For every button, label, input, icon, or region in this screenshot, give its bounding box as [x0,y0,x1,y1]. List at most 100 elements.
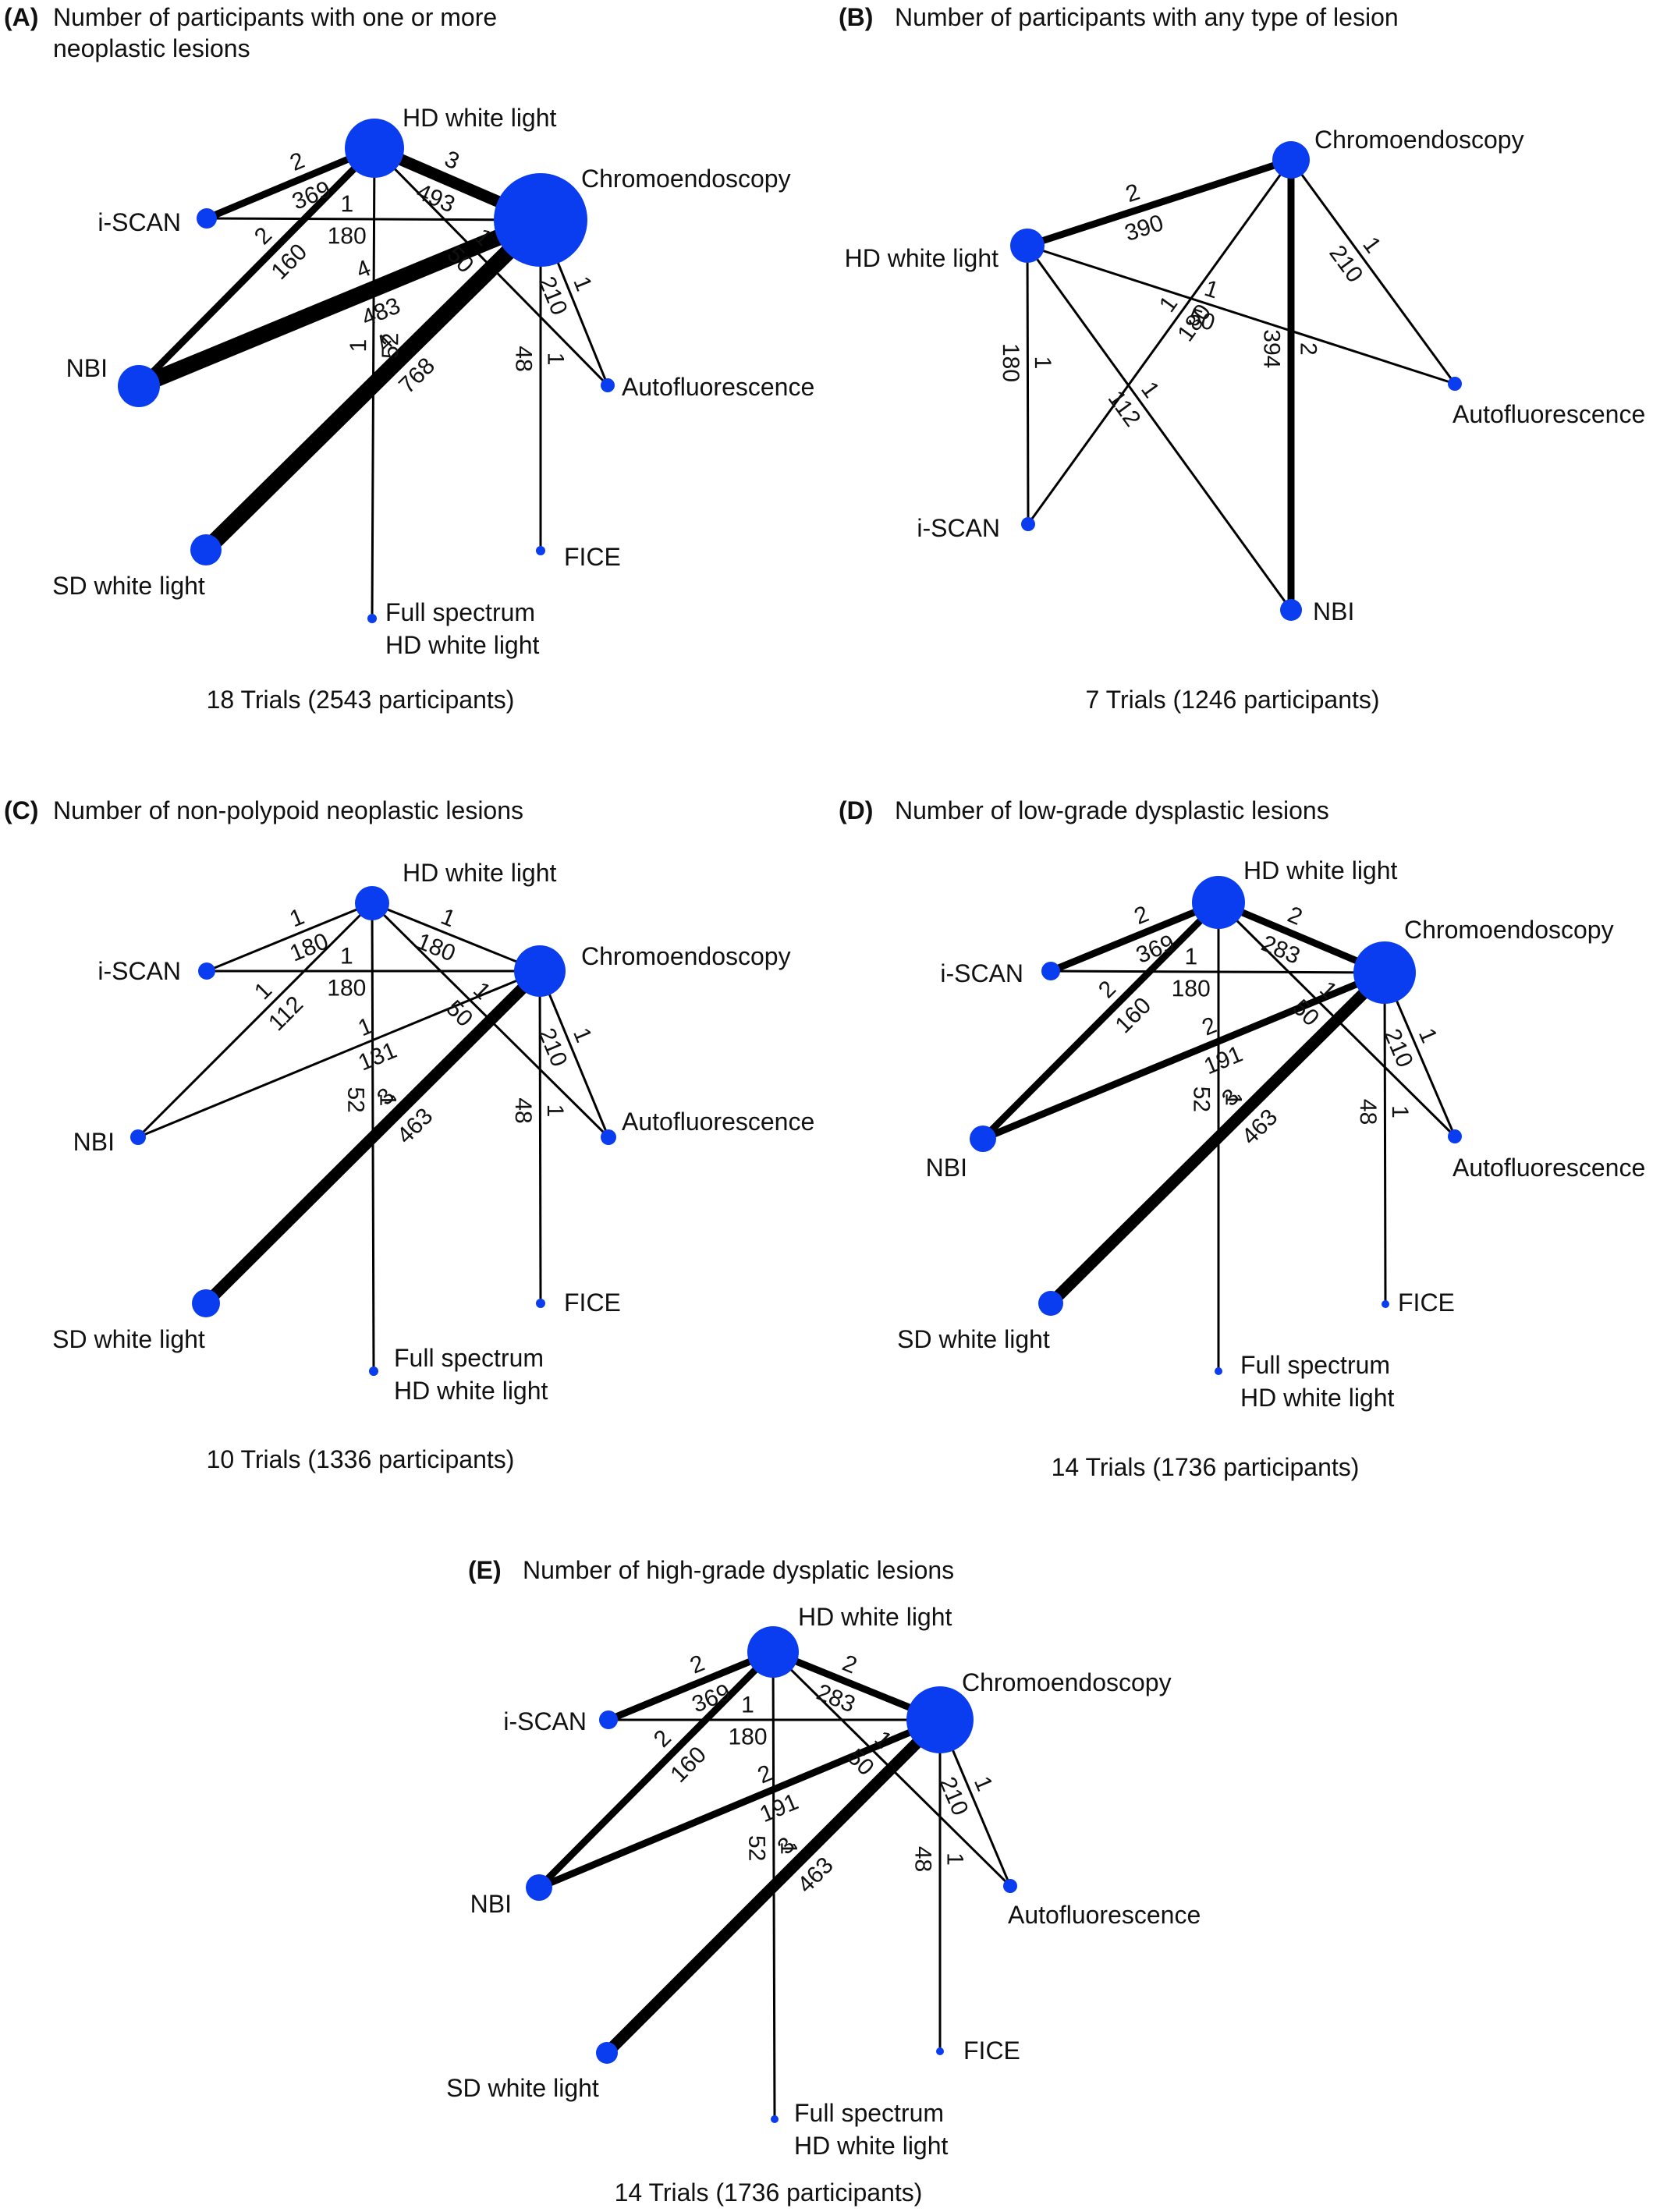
node-label-fice: FICE [963,2037,1020,2065]
node-label-chromo: Chromoendoscopy [1404,916,1614,944]
edge-hd-nbi [980,899,1222,1142]
edge-participants-label: 48 [510,1097,536,1123]
panel-summary: 18 Trials (2543 participants) [207,686,515,714]
node-sd [190,534,222,565]
edge-trials-label: 1 [1184,944,1197,970]
panel-summary: 14 Trials (1736 participants) [615,2178,923,2207]
edge-hd-nbi [137,902,374,1139]
node-hd [355,886,389,920]
node-auto [601,378,615,392]
edge-chromo-nbi [137,970,541,1139]
node-hd [1010,229,1045,263]
edge-chromo-nbi [135,212,544,394]
node-label-iscan: i-SCAN [98,208,181,236]
edge-participants-label: 48 [511,346,537,371]
edge-chromo-auto [538,970,610,1138]
node-nbi [130,1129,146,1145]
node-iscan [599,1710,618,1729]
node-iscan [198,962,215,980]
node-auto [1003,1879,1017,1893]
edge-participants-label: 180 [327,976,366,1001]
node-label-fice: FICE [564,1289,621,1317]
edge-hd-iscan [205,144,376,222]
edge-hd-iscan [1026,245,1030,525]
node-label-fice: FICE [564,543,621,571]
node-label-nbi: NBI [73,1128,115,1156]
node-label-iscan: i-SCAN [940,959,1023,987]
node-fice [1382,1300,1389,1308]
panel-label: (A) [4,3,38,31]
panel-summary: 14 Trials (1736 participants) [1052,1453,1360,1481]
node-nbi [526,1874,552,1901]
panel-label: (E) [468,1556,502,1584]
edge-participants-label: 180 [728,1725,767,1750]
edge-chromo-iscan [1027,159,1293,525]
edge-participants-label: 48 [910,1846,936,1872]
edge-chromo-fice [538,970,542,1304]
edge-chromo-sd [201,966,544,1308]
edge-hd-nbi [536,1649,776,1891]
node-label-sd: SD white light [52,572,205,600]
edge-trials-label: 1 [346,339,371,353]
edge-hd-chromo [1026,156,1293,250]
node-fs [1215,1367,1222,1375]
node-label-sd: SD white light [897,1325,1050,1353]
edge-participants-label: 394 [1258,329,1284,368]
node-chromo [494,173,587,267]
node-auto [1448,377,1462,391]
node-label-nbi: NBI [470,1890,512,1918]
node-label-chromo: Chromoendoscopy [581,942,791,970]
node-label-auto: Autofluorescence [622,1108,814,1136]
node-iscan [197,208,217,229]
edge-chromo-sd [1046,968,1389,1308]
node-auto [601,1129,616,1145]
edge-layer [1026,156,1456,611]
node-label-iscan: i-SCAN [917,514,1000,542]
edge-trials-label: 1 [741,1693,754,1718]
edge-layer [980,899,1456,1371]
edge-trials-label: 1 [775,1842,801,1855]
edge-participants-label: 180 [998,343,1023,382]
edge-chromo-auto [1289,159,1456,385]
node-label-hd: HD white light [403,104,557,132]
node-nbi [1280,599,1302,621]
node-fice [536,1299,545,1308]
node-label-auto: Autofluorescence [1008,1901,1201,1929]
panel-title: Number of high-grade dysplatic lesions [523,1556,954,1584]
edge-participants-label: 52 [743,1835,769,1861]
panel-summary: 10 Trials (1336 participants) [207,1445,515,1473]
edge-iscan-chromo [206,217,541,222]
node-sd [192,1289,220,1317]
node-label-iscan: i-SCAN [98,957,181,985]
node-label-sd: SD white light [446,2074,599,2102]
node-sd [596,2042,618,2064]
node-label-hd: HD white light [798,1603,952,1631]
edge-hd-nbi [136,145,378,389]
node-iscan [1041,962,1060,980]
edge-participants-label: 52 [342,1087,368,1112]
edge-participants-label: 52 [1188,1087,1214,1112]
edge-trials-label: 1 [374,1094,400,1107]
edge-trials-label: 1 [1387,1105,1413,1118]
edge-hd-nbi [1026,245,1293,611]
edge-trials-label: 1 [542,1104,568,1118]
edge-hd-iscan [206,902,373,973]
node-label-chromo: Chromoendoscopy [581,165,791,193]
node-hd [345,119,404,178]
node-layer: HD white lightChromoendoscopyi-SCANNBIAu… [52,859,814,1405]
node-chromo [1272,141,1310,179]
node-iscan [1021,517,1035,531]
node-hd [1192,876,1245,929]
node-layer: HD white lightChromoendoscopyi-SCANNBIAu… [52,104,814,659]
node-fice [936,2047,944,2055]
node-label-auto: Autofluorescence [1452,400,1645,428]
node-chromo [1353,941,1416,1004]
